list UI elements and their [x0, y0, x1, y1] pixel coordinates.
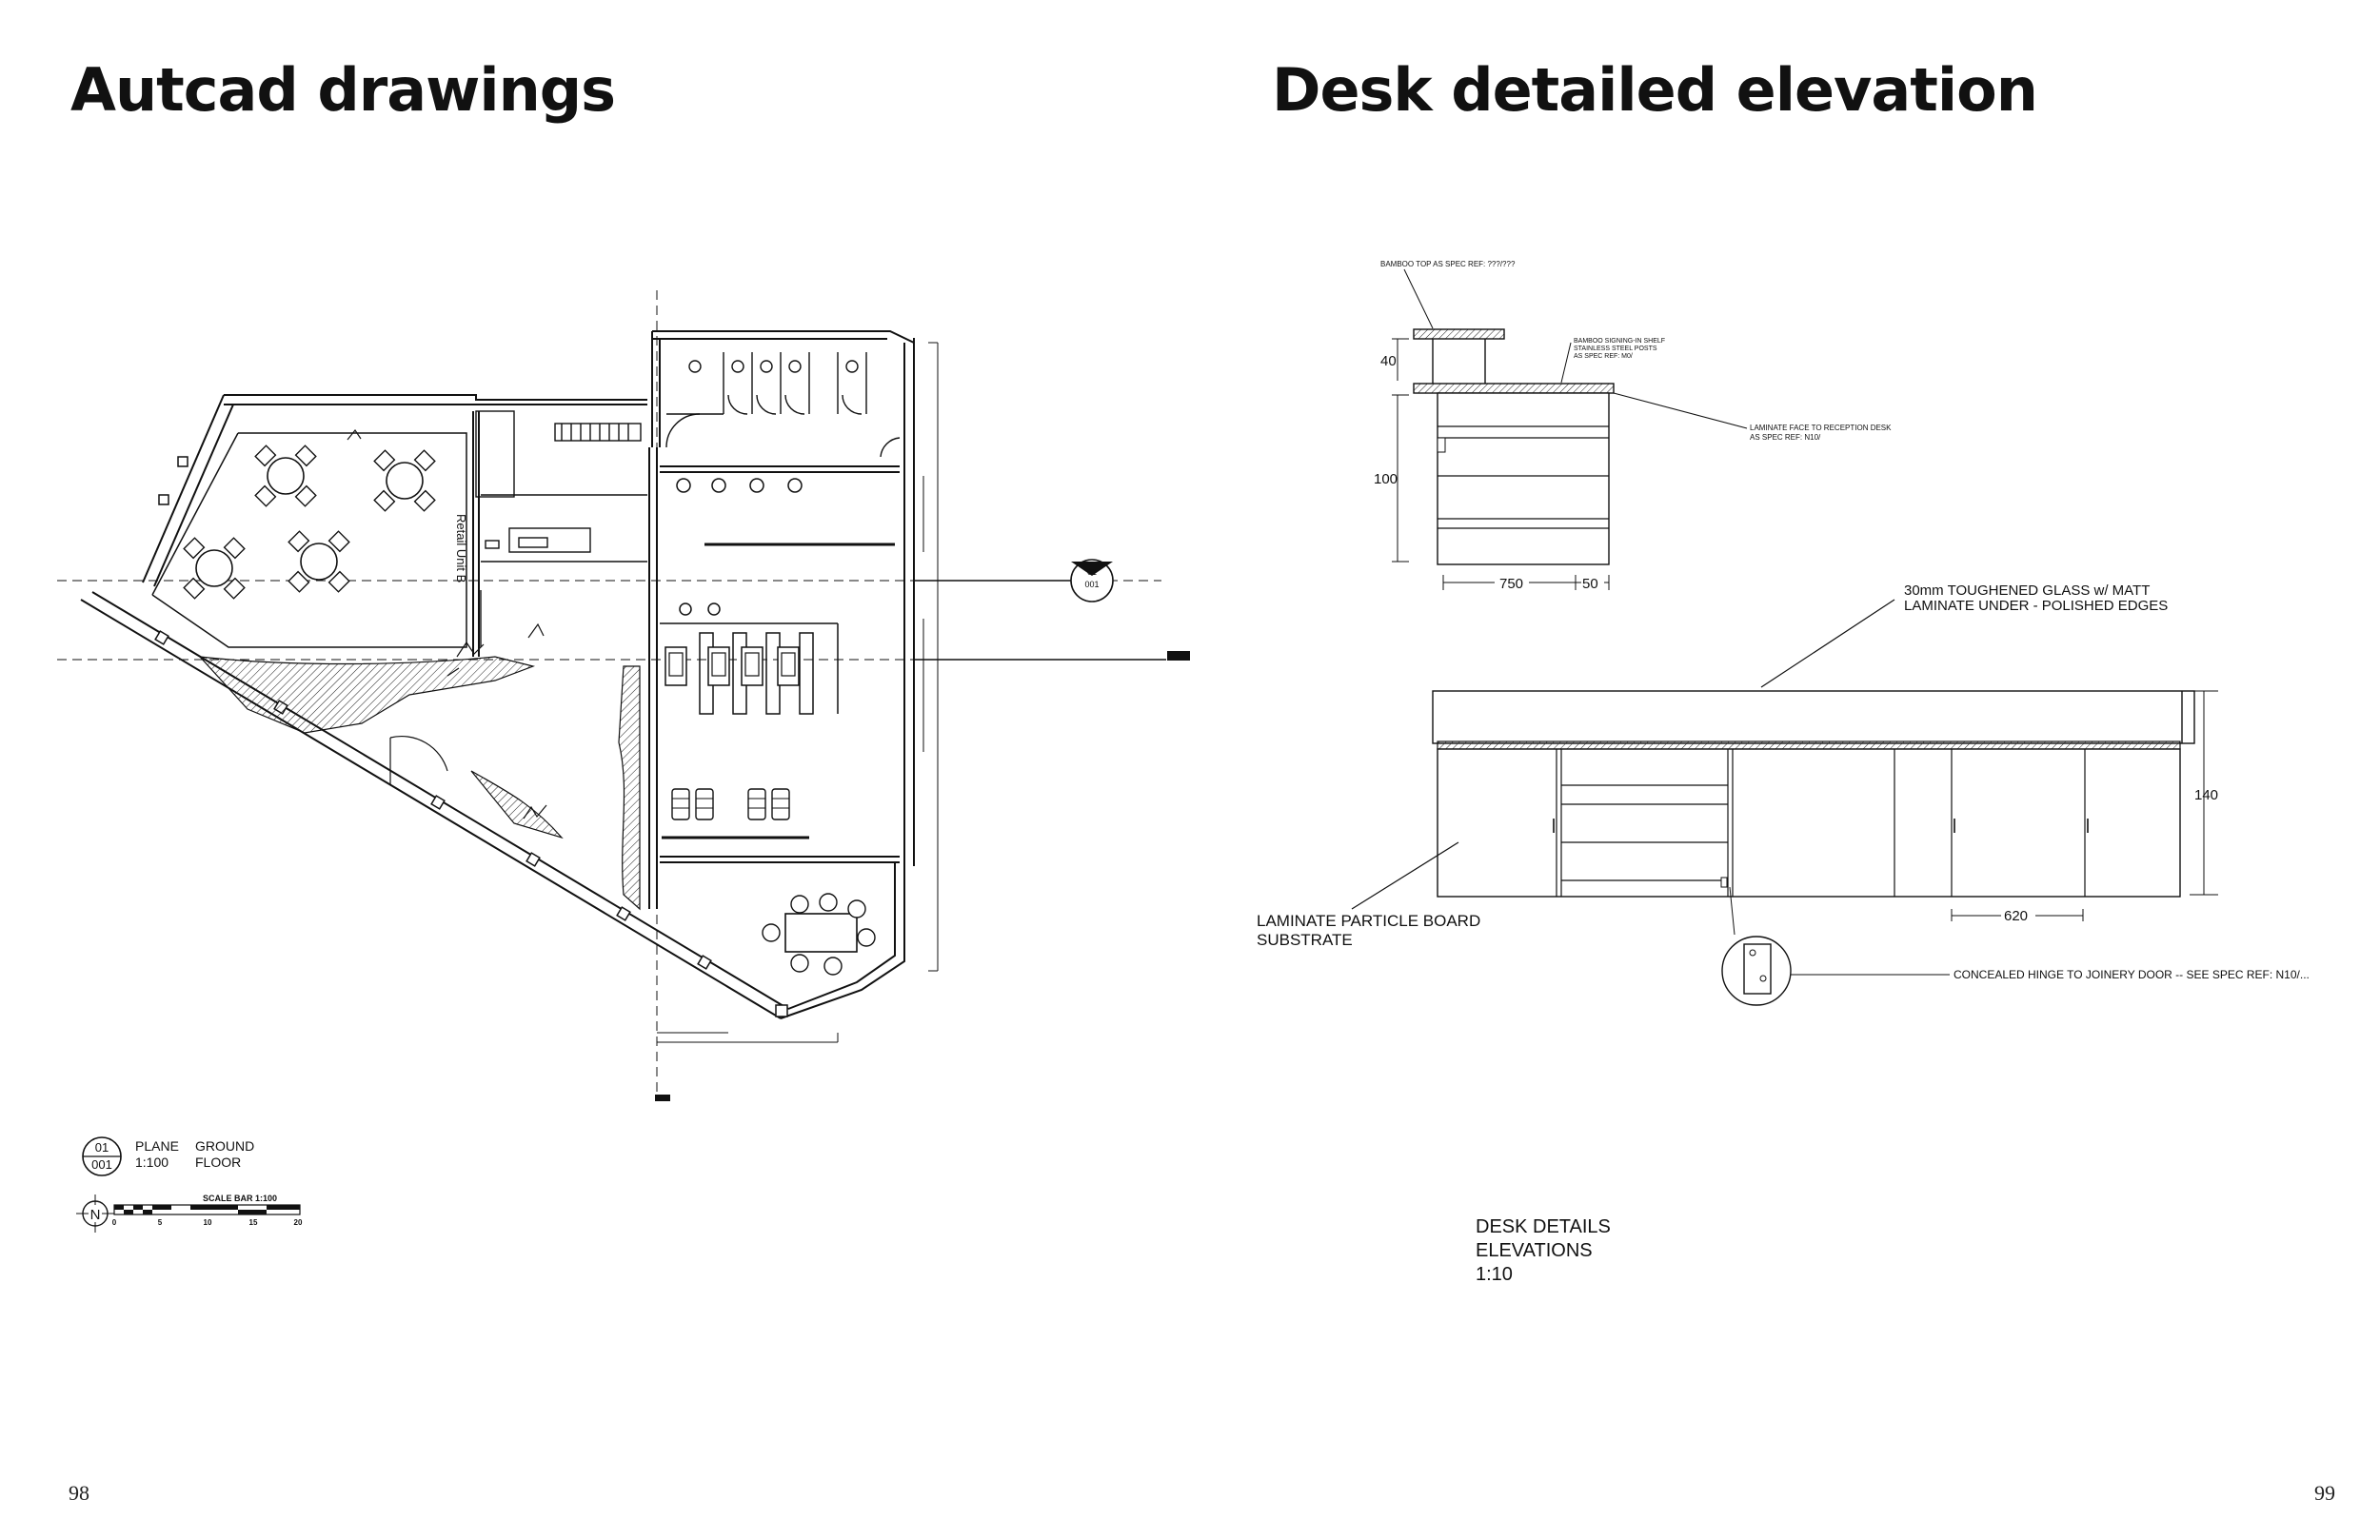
scale-bar: SCALE BAR 1:100 0 5 10 15 20 [112, 1194, 303, 1227]
page-number: 98 [69, 1481, 89, 1505]
legend-floor: FLOOR [195, 1155, 241, 1170]
floor-plan-drawing: Retail Unit B [57, 290, 1190, 1233]
legend-scale: 1:100 [135, 1155, 169, 1170]
left-page: Autcad drawings 98 [69, 55, 616, 1505]
section-end-mark [1167, 651, 1190, 661]
meeting-table [784, 913, 858, 953]
page-number: 99 [2314, 1481, 2335, 1505]
section-marker-bottom: 001 [1084, 580, 1099, 589]
section-marker-top: 01 [1087, 567, 1097, 577]
legend-ground: GROUND [195, 1138, 254, 1154]
legend-plane: PLANE [135, 1138, 179, 1154]
scale-bar-title: SCALE BAR 1:100 [203, 1194, 277, 1203]
page-title: Desk detailed elevation [1272, 55, 2038, 125]
cafe-table [254, 444, 317, 507]
scale-tick: 10 [204, 1218, 212, 1227]
right-page: Desk detailed elevation 99 [1190, 0, 2380, 1540]
room-label: Retail Unit B [454, 514, 468, 582]
north-label: N [90, 1207, 101, 1223]
legend-marker-top: 01 [95, 1140, 109, 1155]
page-title: Autcad drawings [70, 55, 616, 125]
hatched-planter [198, 656, 536, 734]
wash-chair [664, 646, 687, 686]
section-marker: 01 001 [914, 559, 1114, 602]
north-arrow-icon: N [76, 1194, 114, 1233]
scale-tick: 0 [112, 1218, 117, 1227]
scale-tick: 5 [158, 1218, 163, 1227]
scale-tick: 15 [249, 1218, 258, 1227]
plan-legend: 01 001 PLANE GROUND 1:100 FLOOR [82, 1136, 254, 1176]
styling-chair [671, 788, 690, 820]
legend-marker-bottom: 001 [91, 1157, 112, 1172]
scale-tick: 20 [294, 1218, 303, 1227]
